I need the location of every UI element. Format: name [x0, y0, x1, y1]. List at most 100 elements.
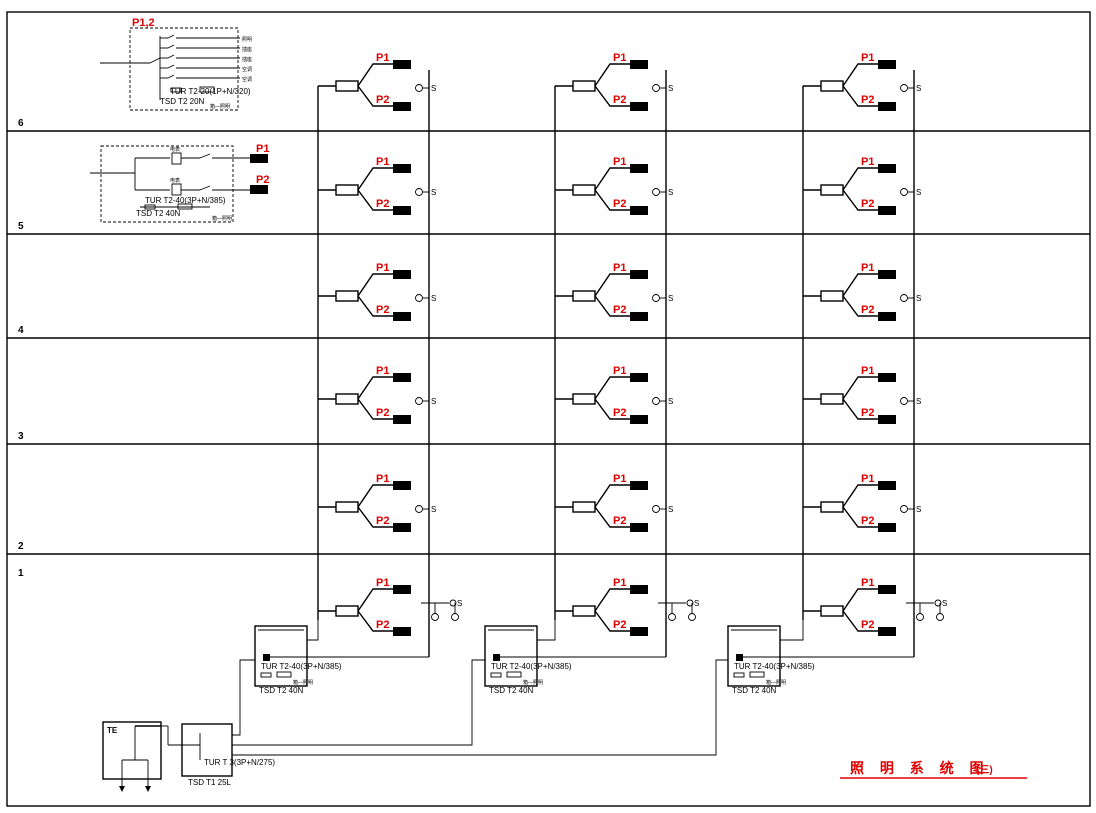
riser-box-breaker-text: TUR T2-40(3P+N/385) — [491, 662, 572, 671]
branch-label-p2: P2 — [376, 94, 389, 106]
branch-label-p2: P2 — [613, 619, 626, 631]
detail-box6-circuit-label: 空调 — [242, 66, 252, 73]
load-p2 — [630, 415, 648, 424]
branch-label-p2: P2 — [613, 94, 626, 106]
load-p2 — [878, 627, 896, 636]
riser-columns: P1P2SP1P2SP1P2SP1P2SP1P2SP1P2SP1P2SP1P2S… — [317, 52, 947, 657]
outlet-label: S — [916, 188, 921, 197]
branch-label-p1: P1 — [613, 262, 626, 274]
load-p2 — [393, 415, 411, 424]
load-p1 — [393, 373, 411, 382]
detail-box5-breaker-text: TUR T2-40(3P+N/385) — [145, 196, 226, 205]
outlet-label: S — [668, 84, 673, 93]
riser-box-spd-text: TSD T2 40N — [732, 686, 777, 695]
branch-label-p1: P1 — [613, 577, 626, 589]
main-incoming-box: TE TUR T 3(3P+N/275) TSD T1 25L — [102, 721, 275, 792]
outlet-label: S — [916, 294, 921, 303]
branch-label-p2: P2 — [613, 304, 626, 316]
drawing-title: 照 明 系 统 图 — [850, 760, 990, 776]
main-breaker-text: TUR T 3(3P+N/275) — [204, 758, 275, 767]
riser-box-breaker-text: TUR T2-40(3P+N/385) — [261, 662, 342, 671]
load-p2 — [393, 523, 411, 532]
outlet-label: S — [668, 294, 673, 303]
outlet-label: S — [668, 505, 673, 514]
floor-label-3: 3 — [18, 431, 24, 442]
branch-label-p1: P1 — [376, 52, 389, 64]
load-p2 — [878, 102, 896, 111]
load-p1 — [878, 585, 896, 594]
load-p2 — [393, 312, 411, 321]
load-p2 — [393, 206, 411, 215]
load-p2 — [878, 206, 896, 215]
branch-label-p2: P2 — [613, 198, 626, 210]
outlet-label: S — [668, 188, 673, 197]
branch-label-p1: P1 — [861, 52, 874, 64]
outlet-label: S — [668, 397, 673, 406]
svg-text:S: S — [942, 599, 947, 608]
riser-box-note: 箱—照明 — [293, 679, 313, 686]
branch-label-p2: P2 — [861, 198, 874, 210]
floor-label-4: 4 — [18, 325, 24, 336]
load-p1 — [393, 164, 411, 173]
detail-box5-p1-label: P1 — [256, 143, 269, 155]
main-te-label: TE — [107, 726, 118, 735]
detail-box6-circuit-label: 空调 — [242, 76, 252, 83]
branch-label-p2: P2 — [376, 304, 389, 316]
load-p1 — [393, 481, 411, 490]
branch-label-p1: P1 — [861, 156, 874, 168]
branch-label-p1: P1 — [861, 577, 874, 589]
load-p1 — [630, 270, 648, 279]
floor-label-5: 5 — [18, 221, 24, 232]
branch-label-p1: P1 — [613, 52, 626, 64]
outlet-label: S — [431, 397, 436, 406]
branch-label-p1: P1 — [376, 156, 389, 168]
branch-label-p1: P1 — [376, 365, 389, 377]
branch-label-p2: P2 — [861, 515, 874, 527]
load-p2 — [878, 415, 896, 424]
floor1-outlets: S — [906, 599, 947, 621]
feeders — [232, 659, 728, 756]
title-block: 照 明 系 统 图 (三) — [840, 760, 1027, 779]
load-p1 — [630, 164, 648, 173]
floor1-outlets: S — [421, 599, 462, 621]
load-p2 — [878, 312, 896, 321]
floor-label-6: 6 — [18, 118, 24, 129]
detail-box5-p2-load — [250, 185, 268, 194]
outlet-label: S — [431, 84, 436, 93]
load-p1 — [878, 60, 896, 69]
main-distribution-frame — [181, 723, 233, 777]
load-p1 — [393, 585, 411, 594]
load-p1 — [630, 60, 648, 69]
detail-box6-circuit-label: 插座 — [242, 56, 252, 63]
riser-box-breaker-text: TUR T2-40(3P+N/385) — [734, 662, 815, 671]
load-p1 — [878, 164, 896, 173]
detail-box5-meter-label-2: 电表 — [170, 177, 180, 184]
detail-box6-spd-text: TSD T2 20N — [160, 97, 205, 106]
outlet-label: S — [916, 505, 921, 514]
branch-label-p2: P2 — [376, 515, 389, 527]
detail-box5-frame — [100, 145, 234, 223]
load-p2 — [630, 102, 648, 111]
branch-label-p2: P2 — [861, 304, 874, 316]
load-p1 — [878, 270, 896, 279]
